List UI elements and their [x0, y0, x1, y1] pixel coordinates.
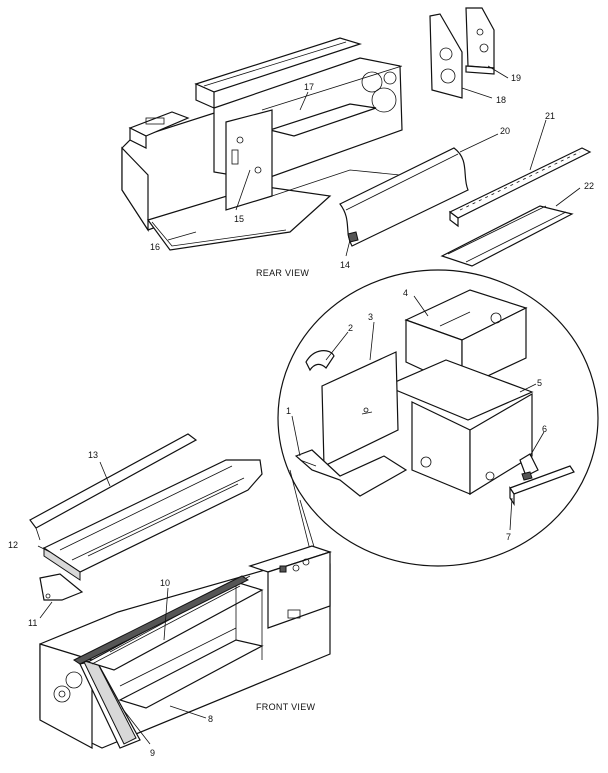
callout-4: 4 [403, 288, 408, 298]
rear-view-assembly [121, 37, 411, 251]
clip-6-part [519, 453, 539, 481]
baffle-20-part [339, 147, 469, 247]
shelf-part [267, 103, 377, 137]
callout-7: 7 [506, 532, 511, 542]
callout-17: 17 [304, 82, 314, 92]
rear-view-caption: REAR VIEW [256, 268, 309, 278]
callout-18: 18 [496, 95, 506, 105]
divider-panel-part [225, 109, 273, 211]
callout-6: 6 [542, 424, 547, 434]
bracket-19-part [465, 7, 495, 75]
base-bracket-1-part [294, 449, 408, 497]
callout-13: 13 [88, 450, 98, 460]
bracket-18-part [429, 13, 463, 99]
callout-9: 9 [150, 748, 155, 758]
callout-labels: 19 18 17 20 21 22 15 16 14 REAR VIEW 4 3… [8, 73, 594, 758]
callout-19: 19 [511, 73, 521, 83]
callout-11: 11 [28, 618, 37, 628]
front-chassis-assembly [39, 545, 332, 750]
rail-21-part [448, 147, 592, 228]
callout-21: 21 [545, 111, 555, 121]
front-view-caption: FRONT VIEW [256, 702, 316, 712]
callout-14: 14 [340, 260, 350, 270]
callout-16: 16 [150, 242, 160, 252]
panel-3-part [321, 351, 399, 467]
channel-13-part [29, 433, 198, 541]
tray-12-part [42, 459, 263, 581]
leader-lines [37, 65, 581, 745]
callout-20: 20 [500, 126, 510, 136]
callout-5: 5 [537, 378, 542, 388]
callout-10: 10 [160, 578, 170, 588]
callout-15: 15 [234, 214, 244, 224]
angle-7-part [509, 465, 575, 506]
callout-1: 1 [286, 406, 291, 416]
clip-2-part [305, 350, 335, 372]
callout-2: 2 [348, 323, 353, 333]
callout-3: 3 [368, 312, 373, 322]
cover-4-part [404, 289, 528, 389]
bracket-11-part [39, 573, 84, 601]
callout-22: 22 [584, 181, 594, 191]
callout-8: 8 [208, 714, 213, 724]
housing-5-part [384, 359, 534, 496]
callout-12: 12 [8, 540, 18, 550]
channel-22-part [440, 205, 574, 267]
